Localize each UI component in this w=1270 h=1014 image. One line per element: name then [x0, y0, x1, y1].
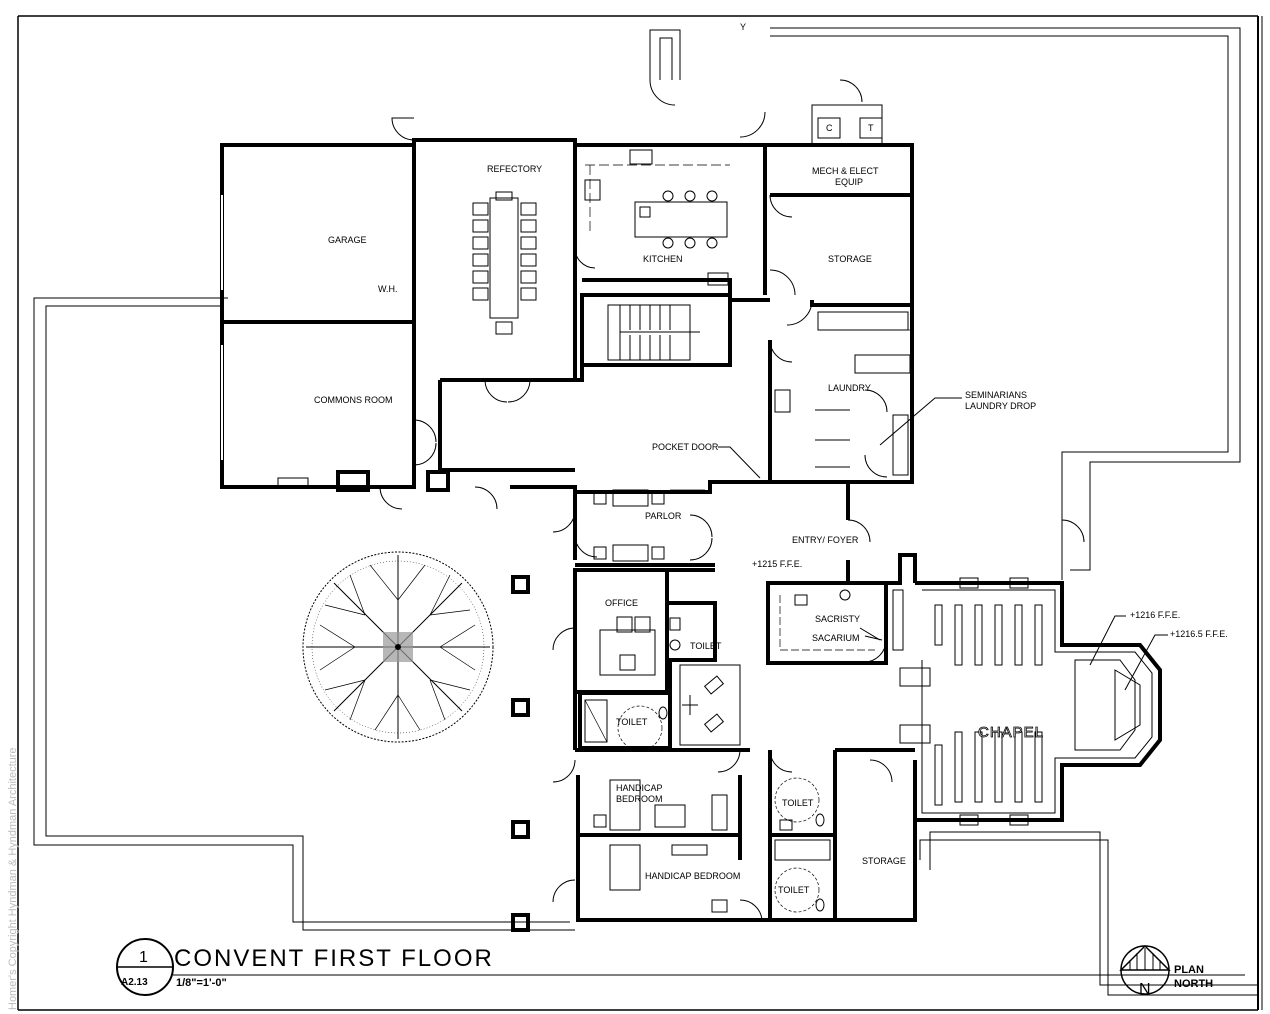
label-ffe-1216: +1216 F.F.E.	[1130, 610, 1180, 620]
label-handicap-bedroom-2: HANDICAP BEDROOM	[645, 871, 740, 881]
north-letter: N	[1139, 981, 1151, 998]
label-mech-line1: MECH & ELECT	[812, 166, 879, 176]
detail-number: 1	[139, 949, 148, 966]
exterior-walls	[220, 104, 1162, 922]
label-laundry: LAUNDRY	[828, 383, 871, 393]
label-toilet-mid: TOILET	[782, 798, 814, 808]
room-labels: GARAGE W.H. COMMONS ROOM REFECTORY KITCH…	[314, 22, 1228, 895]
drawing-title-text: CONVENT FIRST FLOOR 1 A2.13 1/8"=1'-0" N…	[7, 747, 1213, 1010]
sheet-border	[17, 15, 1263, 1011]
door-swings	[379, 79, 1085, 921]
office-furniture	[599, 616, 681, 676]
label-commons-room: COMMONS ROOM	[314, 395, 393, 405]
label-water-heater: W.H.	[378, 284, 398, 294]
label-laundry-drop-line2: LAUNDRY DROP	[965, 401, 1036, 411]
label-entry-foyer: ENTRY/ FOYER	[792, 535, 859, 545]
title-block	[116, 938, 1245, 996]
label-kitchen: KITCHEN	[643, 254, 683, 264]
label-mech-line2: EQUIP	[835, 177, 863, 187]
copyright-watermark: Homer's Copyright Hyndman & Hyndman Arch…	[7, 747, 19, 1010]
label-handicap-bedroom-1a: HANDICAP	[616, 783, 663, 793]
label-parlor: PARLOR	[645, 511, 682, 521]
refectory-table	[472, 191, 537, 335]
parlor-furniture	[593, 489, 705, 562]
label-toilet-office: TOILET	[690, 641, 722, 651]
bedroom-furniture	[593, 779, 728, 913]
label-sacarium: SACARIUM	[812, 633, 860, 643]
label-storage-top: STORAGE	[828, 254, 872, 264]
sacristy-furniture	[779, 589, 904, 651]
laundry-fixtures	[774, 311, 911, 476]
label-ffe-12165: +1216.5 F.F.E.	[1170, 629, 1228, 639]
front-windows	[277, 470, 1029, 932]
label-laundry-drop-line1: SEMINARIANS	[965, 390, 1027, 400]
north-label-north: NORTH	[1174, 978, 1213, 990]
label-pocket-door: POCKET DOOR	[652, 442, 719, 452]
label-t: T	[868, 123, 874, 133]
toilet-fixtures	[584, 664, 831, 913]
kitchen-island	[584, 149, 730, 286]
label-toilet-left: TOILET	[616, 717, 648, 727]
north-label-plan: PLAN	[1174, 964, 1204, 976]
drawing-title: CONVENT FIRST FLOOR	[174, 945, 494, 972]
label-handicap-bedroom-1b: BEDROOM	[616, 794, 663, 804]
stair	[607, 304, 700, 361]
leader-lines	[718, 397, 1168, 691]
label-refectory: REFECTORY	[487, 164, 542, 174]
sheet-number: A2.13	[121, 977, 148, 988]
label-y: Y	[740, 22, 746, 32]
site-wall	[33, 27, 1258, 996]
tree-symbol	[302, 551, 494, 743]
label-storage-bottom: STORAGE	[862, 856, 906, 866]
label-office: OFFICE	[605, 598, 638, 608]
label-chapel: CHAPEL	[978, 724, 1044, 741]
label-sacristy: SACRISTY	[815, 614, 860, 624]
chapel-pews	[899, 604, 1043, 806]
label-ffe-1215: +1215 F.F.E.	[752, 559, 802, 569]
label-garage: GARAGE	[328, 235, 367, 245]
label-c: C	[826, 123, 833, 133]
label-toilet-bottom: TOILET	[778, 885, 810, 895]
drawing-scale: 1/8"=1'-0"	[176, 977, 227, 989]
